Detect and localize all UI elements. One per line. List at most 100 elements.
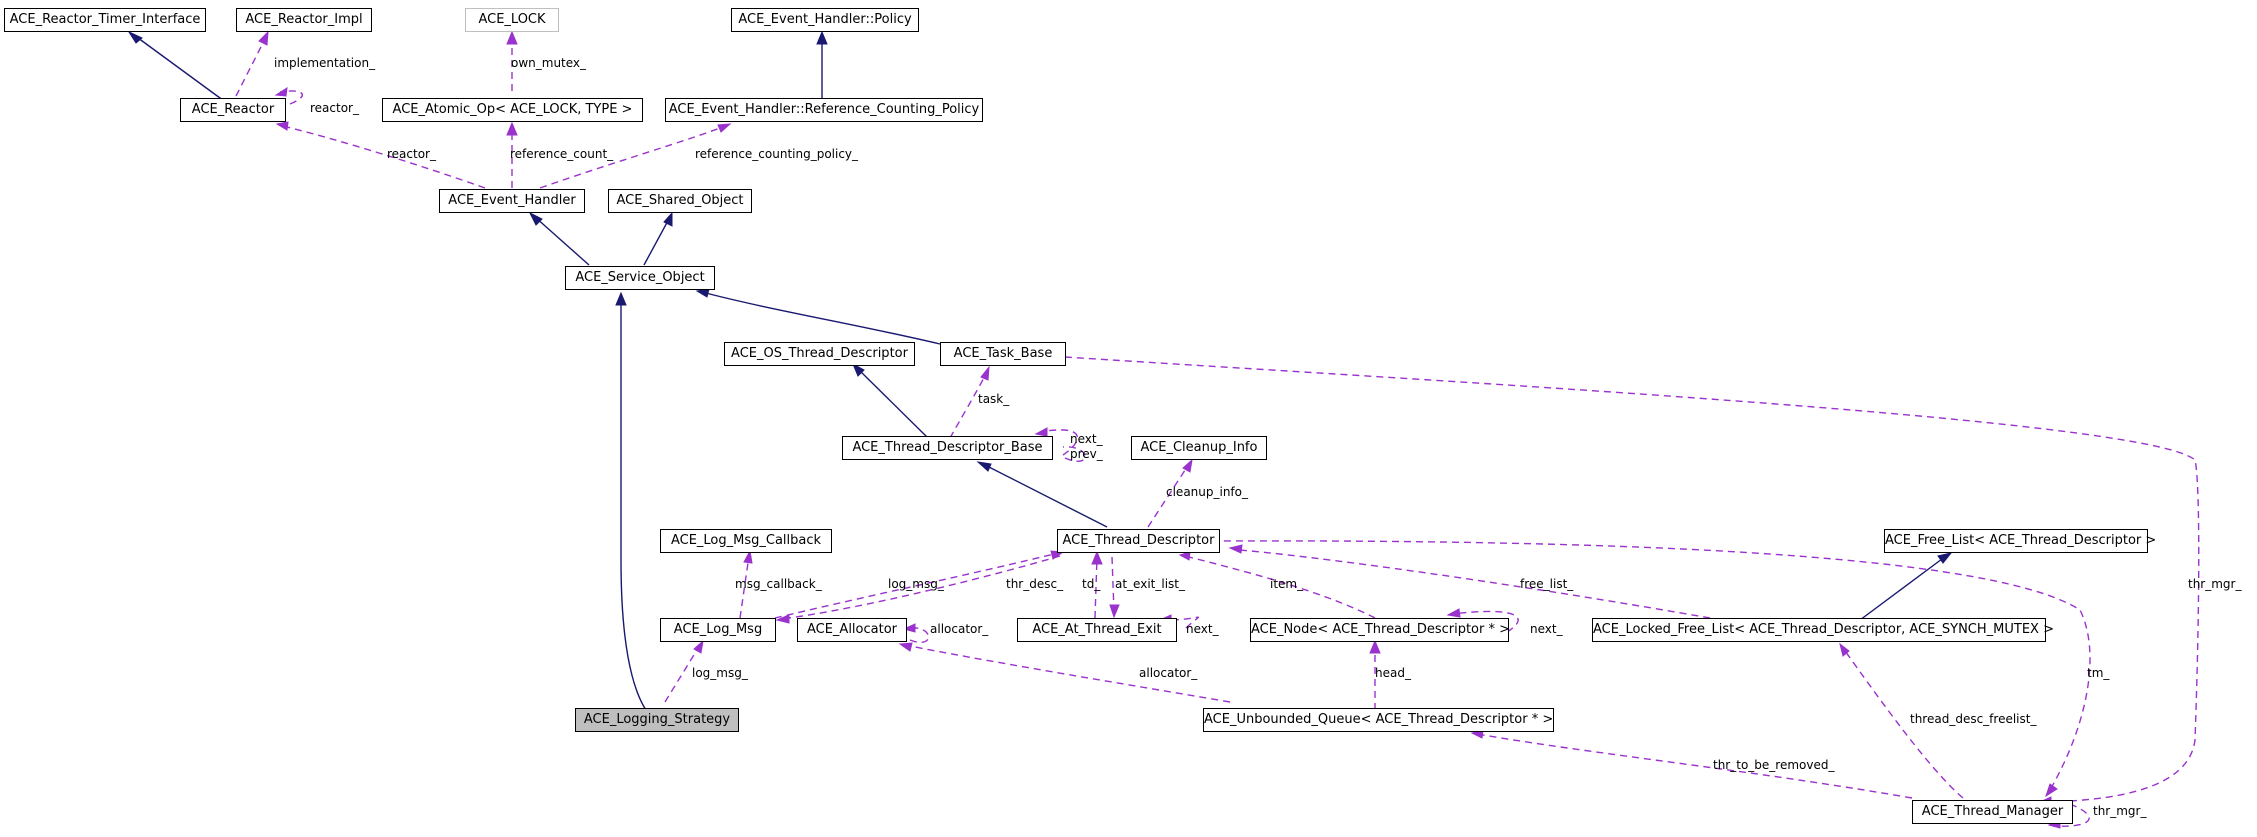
node-thread-descriptor[interactable]: ACE_Thread_Descriptor <box>1057 529 1220 553</box>
node-log-msg-callback[interactable]: ACE_Log_Msg_Callback <box>660 529 832 553</box>
edge-service-object-to-shared-object <box>643 216 671 266</box>
node-logging-strategy[interactable]: ACE_Logging_Strategy <box>575 708 739 732</box>
node-reference-counting-policy[interactable]: ACE_Event_Handler::Reference_Counting_Po… <box>665 98 983 122</box>
node-reactor[interactable]: ACE_Reactor <box>180 98 286 122</box>
label-free-list: free_list_ <box>1520 577 1574 591</box>
node-locked-free-list[interactable]: ACE_Locked_Free_List< ACE_Thread_Descrip… <box>1592 618 2054 642</box>
node-task-base[interactable]: ACE_Task_Base <box>940 342 1066 366</box>
label-implementation: implementation_ <box>274 56 376 70</box>
label-reactor-self: reactor_ <box>310 101 359 115</box>
label-td: td_ <box>1082 577 1101 591</box>
edge-tdbase-next-prev-2 <box>1062 446 1086 462</box>
label-reference-counting-policy: reference_counting_policy_ <box>695 147 859 161</box>
arrowhead-inherit <box>851 362 865 377</box>
node-at-thread-exit[interactable]: ACE_At_Thread_Exit <box>1017 618 1177 642</box>
label-thread-desc-freelist: thread_desc_freelist_ <box>1910 712 2037 726</box>
node-reactor-impl[interactable]: ACE_Reactor_Impl <box>236 8 372 32</box>
arrowhead-inherit <box>127 30 143 44</box>
edge-logging-strategy-to-service-object <box>620 298 653 719</box>
edge-thread-descriptor-log-msg <box>781 555 1061 620</box>
label-next-node: next_ <box>1530 622 1563 636</box>
node-event-handler-policy[interactable]: ACE_Event_Handler::Policy <box>731 8 919 32</box>
label-msg-callback: msg_callback_ <box>735 577 822 591</box>
edge-thread-manager-thread-desc-freelist <box>1842 647 1964 799</box>
edge-task-base-thr-mgr <box>1064 356 2200 803</box>
edge-reactor-self <box>279 90 303 105</box>
edge-event-handler-reference-counting-policy <box>539 125 726 189</box>
arrowhead-use <box>506 121 518 136</box>
label-reactor: reactor_ <box>387 147 436 161</box>
label-allocator-self: allocator_ <box>930 622 989 636</box>
label-allocator: allocator_ <box>1139 666 1198 680</box>
node-reactor-timer-interface[interactable]: ACE_Reactor_Timer_Interface <box>4 8 206 32</box>
node-service-object[interactable]: ACE_Service_Object <box>565 266 715 290</box>
label-head: head_ <box>1375 666 1411 680</box>
label-next-prev: next_ prev_ <box>1070 432 1103 461</box>
arrowhead-use <box>1182 458 1193 473</box>
arrowhead-inherit <box>976 461 992 472</box>
edge-log-msg-thr-desc <box>774 552 1059 619</box>
label-next-at-thread-exit: next_ <box>1186 622 1219 636</box>
edge-node-self-next <box>1451 610 1519 633</box>
arrowhead-use <box>1369 639 1381 654</box>
arrowhead-use <box>980 365 990 381</box>
edge-locked-free-list-free-list <box>1239 549 1711 619</box>
node-ace-lock[interactable]: ACE_LOCK <box>465 8 559 32</box>
node-os-thread-descriptor[interactable]: ACE_OS_Thread_Descriptor <box>724 342 915 366</box>
arrowhead-use <box>1446 608 1461 618</box>
arrowhead-inherit <box>528 211 543 226</box>
label-reference-count: reference_count_ <box>510 147 614 161</box>
arrowhead-use <box>506 30 518 45</box>
label-log-msg: log_msg_ <box>888 577 944 591</box>
arrowhead-use <box>258 30 269 46</box>
edge-thread-manager-thr-to-be-removed <box>1476 733 1913 799</box>
label-own-mutex: own_mutex_ <box>511 56 587 70</box>
edge-task-base-to-service-object <box>701 291 941 345</box>
node-thread-manager[interactable]: ACE_Thread_Manager <box>1912 800 2073 824</box>
arrowhead-inherit <box>816 30 828 45</box>
node-allocator[interactable]: ACE_Allocator <box>797 618 907 642</box>
arrowhead-use <box>1228 544 1243 554</box>
edge-at-thread-exit-td <box>1094 556 1098 619</box>
node-unbounded-queue[interactable]: ACE_Unbounded_Queue< ACE_Thread_Descript… <box>1203 708 1554 732</box>
node-ace-node[interactable]: ACE_Node< ACE_Thread_Descriptor * > <box>1250 618 1510 642</box>
node-cleanup-info[interactable]: ACE_Cleanup_Info <box>1131 436 1267 460</box>
label-log-msg-ls: log_msg_ <box>692 666 748 680</box>
arrowhead-use <box>1109 604 1120 619</box>
edge-tdbase-task <box>949 371 988 439</box>
edge-tdbase-to-os-thread-descriptor <box>856 367 929 439</box>
arrowhead-inherit <box>695 288 710 298</box>
edge-log-msg-msg-callback <box>739 555 750 619</box>
edge-reactor-implementation <box>235 36 267 97</box>
usage-edges <box>235 30 2200 829</box>
arrowhead-use <box>1091 550 1103 565</box>
arrowhead-use <box>1178 551 1191 561</box>
inheritance-edges <box>127 30 1953 719</box>
node-atomic-op[interactable]: ACE_Atomic_Op< ACE_LOCK, TYPE > <box>382 98 643 122</box>
edge-reactor-to-timer-interface <box>133 34 236 110</box>
label-at-exit-list: at_exit_list_ <box>1115 577 1185 591</box>
edge-locked-free-list-to-free-list <box>1859 555 1947 621</box>
edge-thread-descriptor-at-exit-list <box>1111 556 1115 613</box>
node-shared-object[interactable]: ACE_Shared_Object <box>608 189 752 213</box>
edge-tdbase-next-prev <box>1039 429 1079 456</box>
arrowhead-use <box>275 121 289 131</box>
arrowhead-inherit <box>663 211 673 227</box>
arrowhead-use <box>717 123 732 133</box>
arrowhead-use <box>775 614 790 624</box>
node-thread-descriptor-base[interactable]: ACE_Thread_Descriptor_Base <box>842 436 1053 460</box>
edge-thread-descriptor-cleanup-info <box>1147 463 1190 528</box>
edge-thread-manager-self <box>2052 803 2090 827</box>
edge-event-handler-reactor <box>282 125 486 189</box>
arrowhead-use <box>1839 642 1850 657</box>
arrowhead-inherit <box>615 291 627 306</box>
arrowhead-use <box>274 87 288 97</box>
edge-unbounded-queue-allocator <box>904 644 1231 703</box>
node-event-handler[interactable]: ACE_Event_Handler <box>439 189 585 213</box>
arrowhead-use <box>902 623 916 633</box>
node-log-msg[interactable]: ACE_Log_Msg <box>660 618 776 642</box>
node-free-list[interactable]: ACE_Free_List< ACE_Thread_Descriptor > <box>1884 529 2156 553</box>
label-thr-mgr-right: thr_mgr_ <box>2188 577 2242 591</box>
